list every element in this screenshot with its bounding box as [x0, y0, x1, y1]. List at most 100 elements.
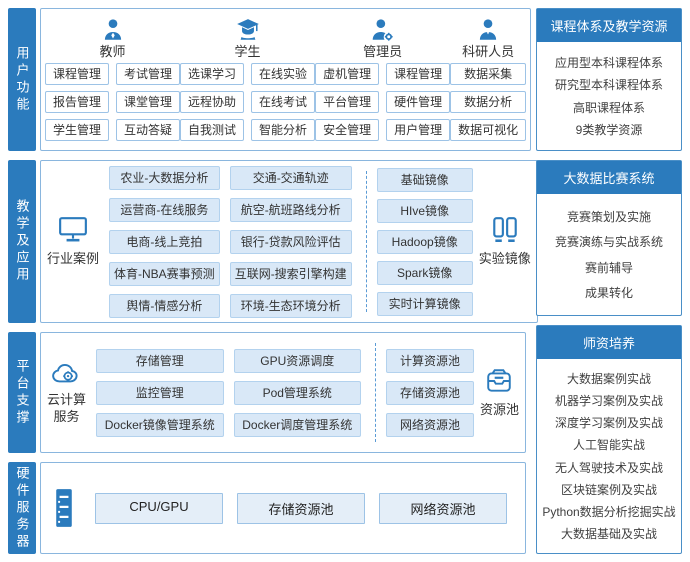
dashed-divider: [374, 343, 376, 443]
experiment-images-list: 基础镜像 HIve镜像 Hadoop镜像 Spark镜像 实时计算镜像: [376, 167, 473, 316]
hardware-box: 存储资源池: [237, 492, 365, 524]
student-icon: [235, 17, 261, 43]
panel-item: 大数据案例实战: [566, 372, 651, 387]
panel-item: 研究型本科课程体系: [554, 78, 663, 93]
section-user-functions: 用户功能 教师 课程管理 考试管理 报告管理 课堂管理 学生管理: [8, 8, 532, 152]
panel-course-system-title: 课程体系及教学资源: [537, 9, 681, 42]
function-box: 自我测试: [180, 119, 245, 141]
resource-pools-list: 计算资源池 存储资源池 网络资源池: [385, 348, 474, 437]
panel-item: 9类教学资源: [575, 123, 643, 138]
panel-item: 竞赛策划及实施: [566, 210, 651, 225]
hardware-box: 网络资源池: [379, 492, 507, 524]
case-box: 体育-NBA赛事预测: [109, 261, 220, 286]
function-box: 课堂管理: [116, 91, 181, 113]
image-box: HIve镜像: [376, 198, 473, 223]
function-box: 在线实验: [251, 63, 316, 85]
function-box: 数据可视化: [450, 119, 527, 141]
group-researcher: 科研人员 数据采集 数据分析 数据可视化: [450, 17, 527, 141]
function-box: 安全管理: [315, 119, 380, 141]
service-box: Docker调度管理系统: [233, 412, 361, 437]
case-box: 银行-贷款风险评估: [229, 229, 352, 254]
function-box: 平台管理: [315, 91, 380, 113]
panel-item: 高职课程体系: [572, 100, 645, 115]
group-student-head: 学生: [235, 17, 261, 58]
panel-item: 无人驾驶技术及实战: [554, 460, 663, 475]
pool-box: 计算资源池: [385, 348, 474, 373]
image-box: 实时计算镜像: [376, 291, 473, 316]
group-teacher-head: 教师: [100, 17, 126, 58]
cloud-services-grid: 存储管理 GPU资源调度 监控管理 Pod管理系统 Docker镜像管理系统 D…: [96, 348, 361, 437]
case-box: 电商-线上竞拍: [109, 229, 220, 254]
group-student-label: 学生: [234, 44, 261, 59]
experiment-images-icon: [490, 216, 520, 244]
service-box: GPU资源调度: [233, 348, 361, 373]
group-teacher: 教师 课程管理 考试管理 报告管理 课堂管理 学生管理 互动答疑: [45, 17, 181, 141]
function-box: 课程管理: [386, 63, 451, 85]
function-box: 课程管理: [45, 63, 110, 85]
case-box: 交通-交通轨迹: [229, 165, 352, 190]
group-researcher-label: 科研人员: [462, 44, 515, 59]
industry-cases-grid: 农业-大数据分析 交通-交通轨迹 运营商-在线服务 航空-航班路线分析 电商-线…: [109, 165, 352, 318]
service-box: 监控管理: [96, 380, 224, 405]
pool-box: 存储资源池: [385, 380, 474, 405]
panel-competition-system-title: 大数据比赛系统: [537, 161, 681, 194]
group-admin-head: 管理员: [363, 17, 402, 58]
function-box: 智能分析: [251, 119, 316, 141]
image-box: Spark镜像: [376, 260, 473, 285]
function-box: 考试管理: [116, 63, 181, 85]
panel-competition-system-body: 竞赛策划及实施 竞赛演练与实战系统 赛前辅导 成果转化: [537, 194, 681, 315]
case-box: 舆情-情感分析: [109, 293, 220, 318]
section-teaching-apps: 教学及应用 行业案例 农业-大数据分析 交通-交通轨迹 运营商-在线服务 航空-…: [8, 160, 538, 324]
experiment-images-group: 实验镜像: [479, 216, 531, 267]
pool-box: 网络资源池: [385, 412, 474, 437]
panel-item: 赛前辅导: [584, 260, 633, 275]
function-box: 报告管理: [45, 91, 110, 113]
panel-item: 人工智能实战: [572, 438, 645, 453]
function-box: 数据采集: [450, 63, 527, 85]
teacher-icon: [100, 17, 126, 43]
group-student: 学生 选课学习 在线实验 远程协助 在线考试 自我测试 智能分析: [180, 17, 316, 141]
admin-icon: [370, 17, 396, 43]
function-box: 在线考试: [251, 91, 316, 113]
group-admin: 管理员 虚机管理 课程管理 平台管理 硬件管理 安全管理 用户管理: [315, 17, 451, 141]
section-platform-support: 平台支撑 云计算 服务 存储管理 GPU资源调度 监控管理 Pod管理系统: [8, 332, 526, 454]
panel-teacher-training-title: 师资培养: [537, 326, 681, 359]
dashed-divider: [365, 171, 367, 313]
function-box: 数据分析: [450, 91, 527, 113]
group-admin-items: 虚机管理 课程管理 平台管理 硬件管理 安全管理 用户管理: [315, 63, 451, 141]
left-column: 用户功能 教师 课程管理 考试管理 报告管理 课堂管理 学生管理: [8, 8, 538, 554]
function-box: 学生管理: [45, 119, 110, 141]
service-box: 存储管理: [96, 348, 224, 373]
researcher-icon: [475, 17, 501, 43]
panel-item: 区块链案例及实战: [560, 482, 657, 497]
platform-support-content: 云计算 服务 存储管理 GPU资源调度 监控管理 Pod管理系统 Docker镜…: [40, 332, 526, 454]
industry-cases-label: 行业案例: [47, 251, 100, 267]
server-icon: [55, 488, 73, 528]
section-title-platform-support: 平台支撑: [8, 332, 36, 454]
function-box: 远程协助: [180, 91, 245, 113]
panel-competition-system: 大数据比赛系统 竞赛策划及实施 竞赛演练与实战系统 赛前辅导 成果转化: [536, 160, 682, 316]
case-box: 航空-航班路线分析: [229, 197, 352, 222]
case-box: 环境-生态环境分析: [229, 293, 352, 318]
panel-item: 深度学习案例及实战: [554, 416, 663, 431]
monitor-icon: [58, 216, 88, 244]
resource-pool-label: 资源池: [479, 402, 519, 418]
case-box: 运营商-在线服务: [109, 197, 220, 222]
case-box: 农业-大数据分析: [109, 165, 220, 190]
panel-item: 竞赛演练与实战系统: [554, 235, 663, 250]
image-box: Hadoop镜像: [376, 229, 473, 254]
panel-item: 应用型本科课程体系: [554, 55, 663, 70]
case-box: 互联网-搜索引擎构建: [229, 261, 352, 286]
cloud-services-label-line2: 服务: [53, 408, 80, 424]
function-box: 硬件管理: [386, 91, 451, 113]
cloud-services-group: 云计算 服务: [47, 361, 86, 425]
function-box: 选课学习: [180, 63, 245, 85]
service-box: Pod管理系统: [233, 380, 361, 405]
panel-course-system: 课程体系及教学资源 应用型本科课程体系 研究型本科课程体系 高职课程体系 9类教…: [536, 8, 682, 151]
hardware-boxes: CPU/GPU 存储资源池 网络资源池: [95, 492, 511, 524]
function-box: 用户管理: [386, 119, 451, 141]
group-teacher-items: 课程管理 考试管理 报告管理 课堂管理 学生管理 互动答疑: [45, 63, 181, 141]
group-researcher-items: 数据采集 数据分析 数据可视化: [450, 63, 527, 141]
group-student-items: 选课学习 在线实验 远程协助 在线考试 自我测试 智能分析: [180, 63, 316, 141]
